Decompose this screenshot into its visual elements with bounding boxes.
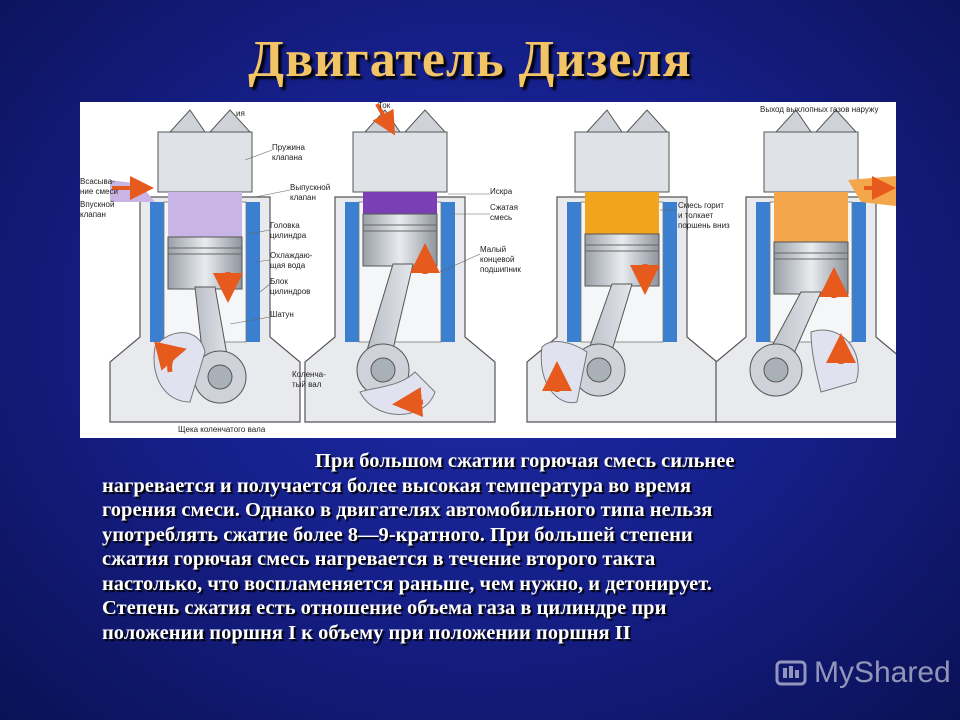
- diesel-engine-four-stroke-diagram: Всасыва- ние смеси Впускной клапан ия Пр…: [80, 102, 896, 438]
- svg-text:клапана: клапана: [272, 153, 303, 162]
- paragraph-line: положении поршня I к объему при положени…: [102, 621, 631, 644]
- label-cylinder-head: Головка: [270, 221, 300, 230]
- paragraph-line: сжатия горючая смесь нагревается в течен…: [102, 548, 656, 570]
- label-spark: Искра: [490, 187, 513, 196]
- watermark-icon: [775, 660, 807, 686]
- svg-text:клапан: клапан: [290, 193, 316, 202]
- svg-text:клапан: клапан: [80, 210, 106, 219]
- label-compressed-mixture: Сжатая: [490, 203, 518, 212]
- engine-compression-stroke: [304, 103, 496, 423]
- label-intake: Всасыва-: [80, 177, 115, 186]
- cylinder-head: [157, 131, 253, 193]
- label-coolant: Охлаждаю-: [270, 251, 313, 260]
- svg-text:ние смеси: ние смеси: [80, 187, 118, 196]
- slide-title: Двигатель Дизеля: [248, 31, 692, 88]
- svg-text:ия: ия: [236, 109, 245, 118]
- svg-text:цилиндров: цилиндров: [270, 287, 310, 296]
- intake-mixture: [168, 192, 242, 237]
- coolant-jacket-right: [246, 202, 260, 342]
- label-connecting-rod: Шатун: [270, 310, 294, 319]
- label-crankshaft: Коленча-: [292, 370, 326, 379]
- label-exhaust-out: Выход выхлопных газов наружу: [760, 105, 878, 114]
- svg-text:и толкает: и толкает: [678, 211, 714, 220]
- label-current: Ток: [378, 102, 391, 110]
- coolant-jacket-left: [150, 202, 164, 342]
- engine-exhaust-stroke: [715, 109, 896, 423]
- paragraph-line: употреблять сжатие более 8—9-кратного. П…: [102, 523, 693, 546]
- label-crank-web: Щека коленчатого вала: [178, 425, 266, 434]
- engine-intake-stroke: [109, 109, 301, 423]
- diagram-labels: [229, 149, 675, 325]
- svg-text:тый вал: тый вал: [292, 380, 322, 389]
- paragraph-line: Степень сжатия есть отношение объема газ…: [102, 597, 667, 619]
- paragraph-line: При большом сжатии горючая смесь сильнее: [315, 450, 735, 472]
- watermark-logo: MyShared: [774, 648, 951, 698]
- paragraph-line: настолько, что воспламеняется раньше, че…: [102, 572, 712, 595]
- svg-text:подшипник: подшипник: [480, 265, 521, 274]
- label-cylinder-block: Блок: [270, 277, 288, 286]
- label-small-end-bearing: Малый: [480, 245, 506, 254]
- svg-text:поршень вниз: поршень вниз: [678, 221, 730, 230]
- watermark-text: MyShared: [814, 656, 951, 689]
- engine-power-stroke: [526, 109, 718, 423]
- svg-text:цилиндра: цилиндра: [270, 231, 307, 240]
- compressed-mixture: [363, 192, 437, 214]
- label-valve-spring: Пружина: [272, 143, 305, 152]
- paragraph-line: горения смеси. Однако в двигателях автом…: [102, 499, 713, 521]
- svg-text:щая вода: щая вода: [270, 261, 306, 270]
- label-mixture-burns: Смесь горит: [678, 201, 724, 210]
- piston: [167, 236, 243, 290]
- svg-text:смесь: смесь: [490, 213, 512, 222]
- paragraph-line: нагревается и получается более высокая т…: [102, 474, 692, 497]
- ignited-mixture: [585, 192, 659, 234]
- label-exhaust-valve: Выпускной: [290, 183, 330, 192]
- slide-paragraph: При большом сжатии горючая смесь сильнее…: [102, 449, 902, 645]
- label-intake-valve: Впускной: [80, 200, 114, 209]
- exhaust-gas: [774, 192, 848, 242]
- diagram-label-texts: Всасыва- ние смеси Впускной клапан ия Пр…: [80, 102, 878, 434]
- svg-text:концевой: концевой: [480, 255, 514, 264]
